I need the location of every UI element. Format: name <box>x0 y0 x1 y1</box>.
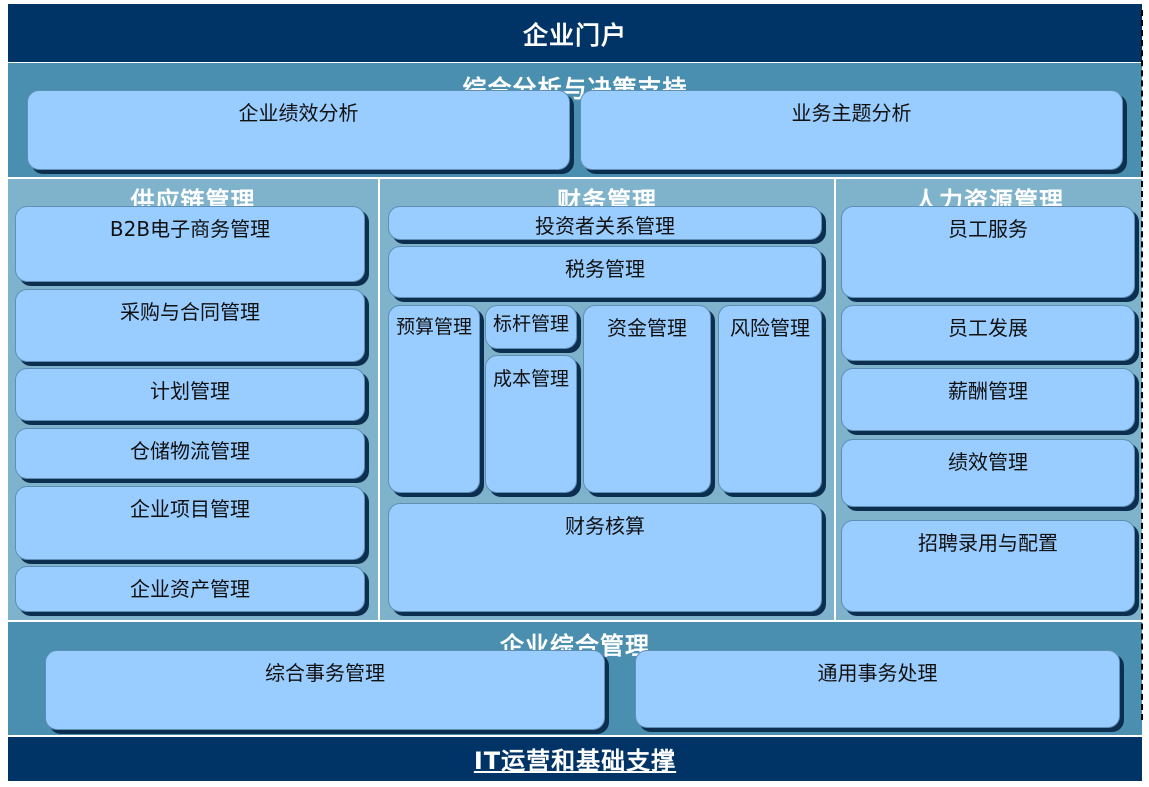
enterprise-admin-box-common-affairs[interactable]: 通用事务处理 <box>635 650 1120 728</box>
supply-chain-box-warehousing[interactable]: 仓储物流管理 <box>15 428 365 479</box>
finance-box-budget[interactable]: 预算管理 <box>388 305 480 493</box>
analysis-box-business-topics[interactable]: 业务主题分析 <box>580 90 1123 170</box>
hr-box-employee-development[interactable]: 员工发展 <box>841 305 1135 361</box>
supply-chain-box-b2b[interactable]: B2B电子商务管理 <box>15 206 365 282</box>
hr-box-performance[interactable]: 绩效管理 <box>841 439 1135 507</box>
supply-chain-box-planning[interactable]: 计划管理 <box>15 368 365 421</box>
enterprise-portal-band: 企业门户 <box>8 4 1142 62</box>
hr-box-recruitment[interactable]: 招聘录用与配置 <box>841 520 1135 612</box>
it-ops-title: IT运营和基础支撑 <box>473 747 677 775</box>
column-divider <box>378 179 380 620</box>
finance-box-accounting[interactable]: 财务核算 <box>388 503 822 612</box>
finance-box-risk[interactable]: 风险管理 <box>718 305 822 493</box>
finance-box-funds[interactable]: 资金管理 <box>583 305 711 493</box>
hr-box-compensation[interactable]: 薪酬管理 <box>841 368 1135 431</box>
enterprise-portal-title: 企业门户 <box>522 21 627 50</box>
finance-box-investor-relations[interactable]: 投资者关系管理 <box>388 206 822 240</box>
finance-box-tax[interactable]: 税务管理 <box>388 246 822 298</box>
hr-box-employee-services[interactable]: 员工服务 <box>841 206 1135 298</box>
supply-chain-box-assets[interactable]: 企业资产管理 <box>15 566 365 612</box>
column-divider <box>834 179 836 620</box>
finance-box-cost[interactable]: 成本管理 <box>485 355 577 493</box>
supply-chain-box-projects[interactable]: 企业项目管理 <box>15 486 365 560</box>
enterprise-admin-box-general-affairs[interactable]: 综合事务管理 <box>45 650 605 730</box>
dashed-border-line <box>1141 10 1143 720</box>
it-ops-band: IT运营和基础支撑 <box>8 737 1142 781</box>
supply-chain-box-procurement[interactable]: 采购与合同管理 <box>15 289 365 362</box>
analysis-box-performance[interactable]: 企业绩效分析 <box>27 90 570 170</box>
finance-box-benchmark[interactable]: 标杆管理 <box>485 305 577 349</box>
